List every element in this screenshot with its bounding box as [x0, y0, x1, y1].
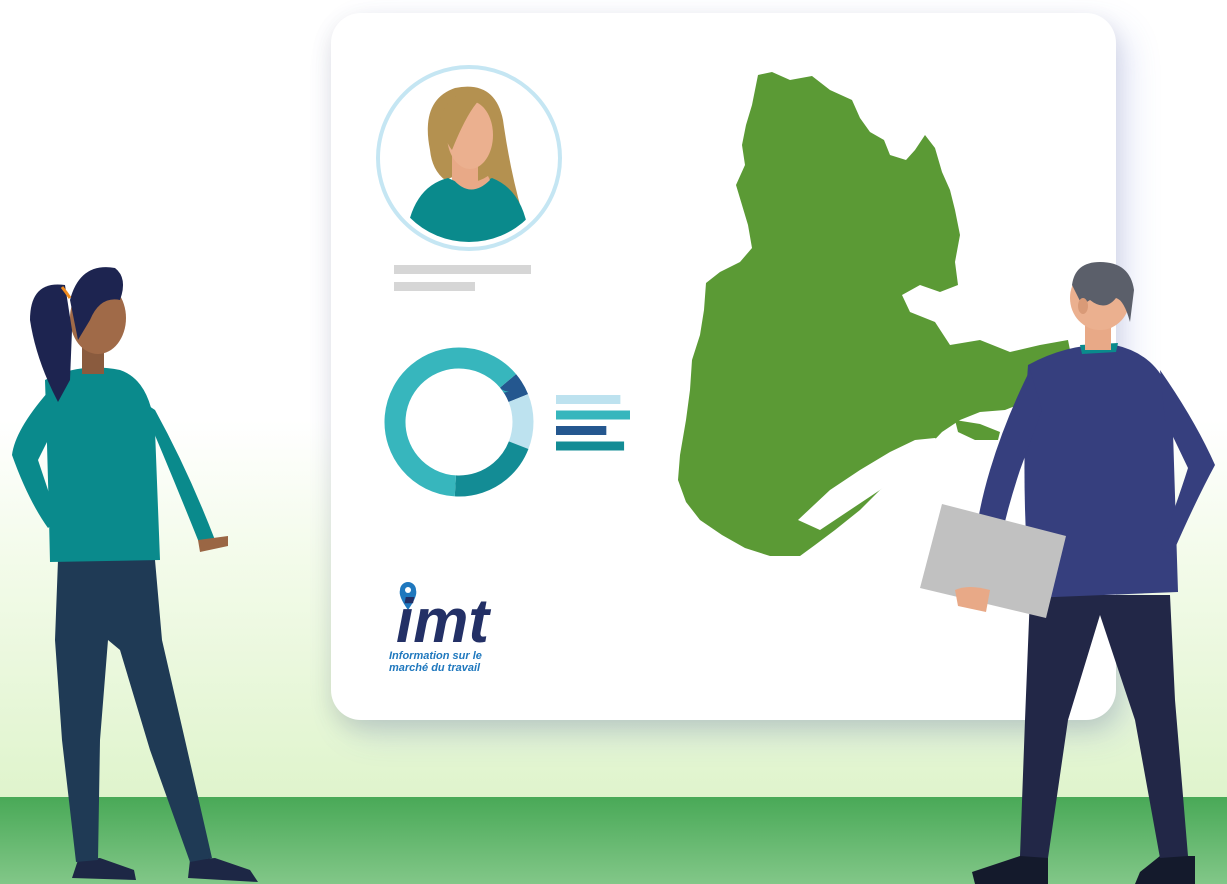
donut-legend-bars	[556, 395, 630, 451]
placeholder-line-2	[394, 282, 475, 291]
logo-wordmark: imt	[396, 587, 491, 656]
donut-segment-4	[384, 347, 534, 497]
woman-figure	[12, 267, 258, 882]
profile-avatar	[376, 65, 562, 251]
logo-caption-line-2: marché du travail	[389, 662, 481, 674]
legend-bar-3	[556, 426, 607, 435]
location-pin-icon	[399, 582, 417, 610]
imt-logo: imt	[396, 582, 491, 656]
legend-bar-1	[556, 395, 621, 404]
logo-caption-line-1: Information sur le	[389, 650, 482, 662]
placeholder-line-1	[394, 265, 531, 274]
donut-chart	[384, 347, 534, 497]
donut-segment-3	[384, 347, 534, 497]
man-figure	[920, 262, 1215, 884]
quebec-map	[678, 72, 1076, 556]
legend-bar-2	[556, 410, 630, 420]
legend-bar-4	[556, 441, 625, 451]
logo-caption: Information sur le marché du travail	[389, 650, 529, 674]
